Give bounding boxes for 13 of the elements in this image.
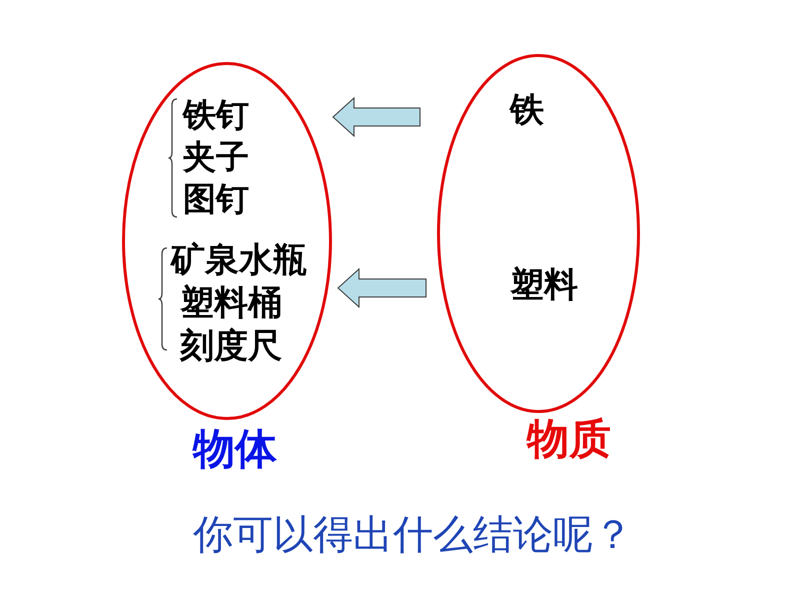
- list-item: 夹子: [183, 137, 249, 177]
- list-item: 图钉: [183, 179, 249, 219]
- block-arrow: [332, 96, 420, 138]
- group-heading: 物质: [527, 414, 611, 464]
- caption: 你可以得出什么结论呢？: [193, 511, 633, 559]
- block-arrow: [337, 268, 426, 308]
- material-label: 塑料: [510, 265, 578, 306]
- list-item: 刻度尺: [180, 326, 282, 367]
- list-item: 铁钉: [183, 95, 249, 135]
- list-item: 塑料桶: [180, 283, 282, 324]
- group-heading: 物体: [193, 424, 277, 474]
- material-label: 铁: [510, 90, 544, 131]
- list-item: 矿泉水瓶: [171, 240, 307, 281]
